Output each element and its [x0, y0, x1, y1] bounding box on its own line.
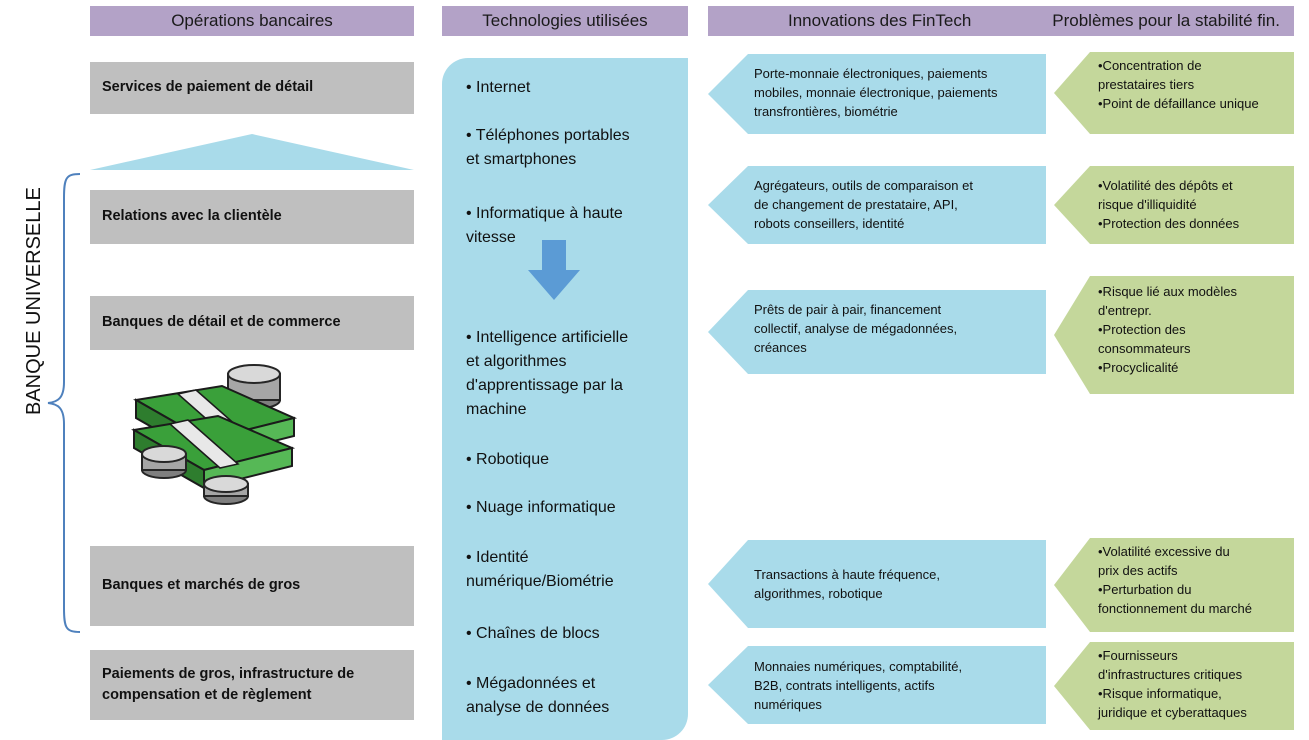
innovation-p2p-lending: Prêts de pair à pair, financement collec…: [708, 290, 1046, 374]
innovation-high-frequency: Transactions à haute fréquence, algorith…: [708, 540, 1046, 628]
header-technologies: Technologies utilisées: [442, 6, 688, 36]
tech-item-mobile: • Téléphones portables et smartphones: [466, 127, 630, 168]
money-stack-icon: [131, 364, 298, 505]
header-problems-label: Problèmes pour la stabilité fin.: [1052, 11, 1280, 30]
down-arrow-icon: [528, 240, 580, 300]
tech-item-digital-identity: • Identité numérique/Biométrie: [466, 549, 614, 590]
problem-retail-banks: •Risque lié aux modèles d'entrepr. •Prot…: [1054, 276, 1294, 394]
operation-label: Relations avec la clientèle: [102, 208, 282, 225]
operation-label-line-1: Paiements de gros, infrastructure de: [102, 665, 355, 682]
tech-item-big-data: • Mégadonnées et analyse de données: [466, 675, 610, 716]
header-innovations-problems: Innovations des FinTech Problèmes pour l…: [708, 6, 1294, 36]
operation-retail-commercial-banks: Banques de détail et de commerce: [90, 296, 414, 350]
problem-customer-relations: •Volatilité des dépôts et risque d'illiq…: [1054, 166, 1294, 244]
tech-item-ai: • Intelligence artificielle et algorithm…: [466, 329, 629, 418]
innovation-payments: Porte-monnaie électroniques, paiements m…: [708, 54, 1046, 134]
header-technologies-label: Technologies utilisées: [482, 11, 648, 30]
operation-customer-relations: Relations avec la clientèle: [90, 190, 414, 244]
technologies-panel: • Internet • Téléphones portables et sma…: [442, 58, 688, 740]
innovation-digital-currencies: Monnaies numériques, comptabilité, B2B, …: [708, 646, 1046, 724]
operation-label-line-2: compensation et de règlement: [102, 687, 312, 703]
tech-item-internet: • Internet: [466, 79, 531, 96]
header-innovations-label: Innovations des FinTech: [788, 11, 972, 30]
operation-wholesale-markets: Banques et marchés de gros: [90, 546, 414, 626]
operation-label: Banques et marchés de gros: [102, 577, 301, 594]
tech-item-robotics: • Robotique: [466, 451, 549, 468]
problem-wholesale-markets: •Volatilité excessive du prix des actifs…: [1054, 538, 1294, 632]
problem-wholesale-payments: •Fournisseurs d'infrastructures critique…: [1054, 642, 1294, 730]
operation-wholesale-payments: Paiements de gros, infrastructure de com…: [90, 650, 414, 720]
operation-retail-payments: Services de paiement de détail: [90, 62, 414, 114]
operation-label: Services de paiement de détail: [102, 79, 314, 96]
header-operations: Opérations bancaires: [90, 6, 414, 36]
problem-payments: •Concentration de prestataires tiers •Po…: [1054, 52, 1294, 134]
tech-item-hpc: • Informatique à haute vitesse: [466, 205, 623, 246]
operation-label: Banques de détail et de commerce: [102, 314, 341, 331]
innovation-aggregators: Agrégateurs, outils de comparaison et de…: [708, 166, 1046, 244]
triangle-icon: [90, 134, 414, 170]
curly-brace-icon: [47, 173, 81, 633]
tech-item-blockchain: • Chaînes de blocs: [466, 625, 600, 642]
header-operations-label: Opérations bancaires: [171, 11, 333, 30]
tech-item-cloud: • Nuage informatique: [466, 499, 616, 516]
